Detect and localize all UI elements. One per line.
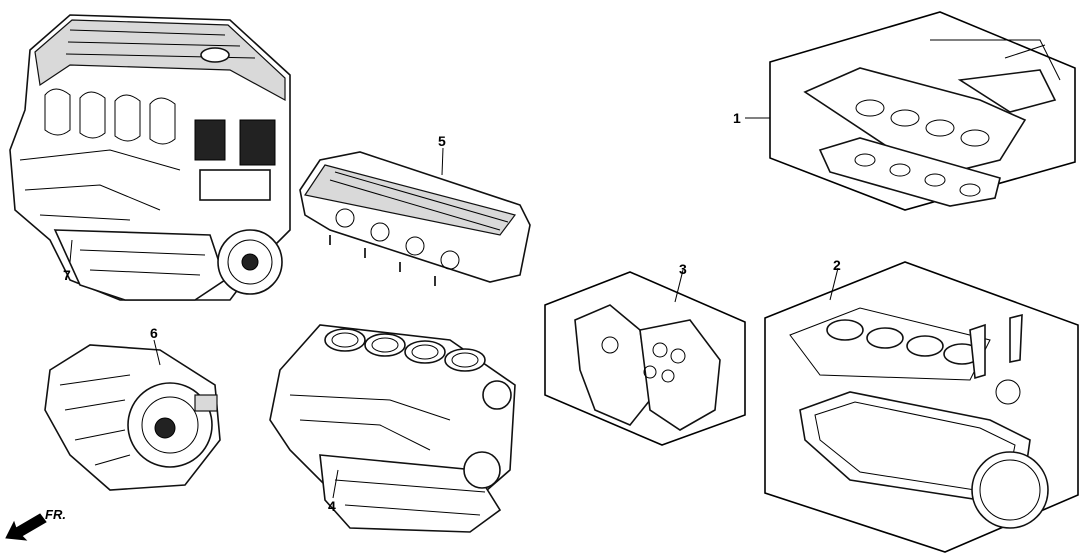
- callout-6: 6: [150, 325, 158, 341]
- cylinder-head[interactable]: [299, 151, 531, 286]
- callout-5: 5: [438, 133, 446, 149]
- cylinder-block[interactable]: [269, 324, 516, 533]
- gasket-kit-cylinder-head[interactable]: [769, 11, 1076, 211]
- front-arrow-icon: [5, 513, 47, 541]
- complete-engine-assembly[interactable]: [9, 14, 291, 301]
- callout-1: 1: [733, 110, 741, 126]
- gasket-kit-engine-block[interactable]: [764, 261, 1079, 553]
- callout-7: 7: [63, 267, 71, 283]
- callout-leaders: [69, 117, 839, 499]
- callout-3: 3: [679, 261, 687, 277]
- gasket-kit-transmission[interactable]: [544, 271, 746, 446]
- transmission[interactable]: [44, 344, 221, 491]
- callout-4: 4: [328, 498, 336, 514]
- front-label: FR.: [45, 507, 66, 522]
- front-direction-indicator: FR.: [5, 507, 66, 541]
- callout-2: 2: [833, 257, 841, 273]
